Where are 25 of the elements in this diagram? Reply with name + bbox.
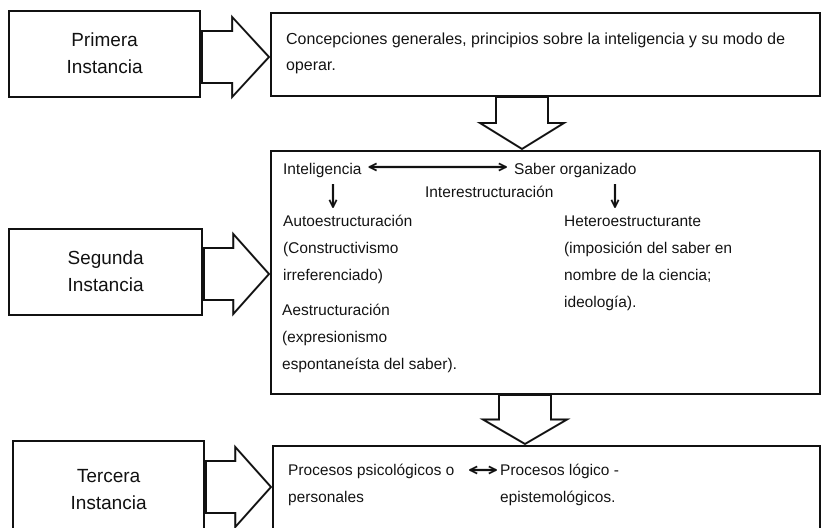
concept-text: Procesos lógico - epistemológicos. <box>500 457 640 511</box>
concept-text: Inteligencia <box>283 156 362 183</box>
block-arrow <box>201 14 270 100</box>
stage-box <box>8 10 201 98</box>
block-arrow <box>476 96 568 150</box>
concept-text: Aestructuración (expresionismo espontaneísta del saber). <box>282 301 458 375</box>
arrow <box>328 184 338 208</box>
block-arrow <box>203 231 270 317</box>
stage-title: Tercera Instancia <box>69 465 148 516</box>
concept-text: Heteroestructurante (imposición del saber en nombre de la ciencia; ideología). <box>564 208 769 316</box>
description-box <box>270 12 821 97</box>
concept-text: Procesos psicológicos o personales <box>288 457 466 511</box>
arrow <box>368 162 507 172</box>
block-arrow <box>205 444 272 528</box>
arrow <box>610 184 620 208</box>
arrow <box>469 466 497 474</box>
description-text: Concepciones generales, principios sobre la inteligencia y su modo de operar. <box>286 31 785 74</box>
stage-title: Segunda Instancia <box>66 247 145 298</box>
content-box <box>270 150 821 395</box>
concept-text: Autoestructuración (Constructivismo irreferenciado) <box>283 208 483 289</box>
stage-box <box>8 228 203 316</box>
stage-title: Primera Instancia <box>65 29 144 80</box>
block-arrow <box>479 394 571 446</box>
content-box <box>272 445 821 528</box>
stage-box <box>12 440 205 528</box>
